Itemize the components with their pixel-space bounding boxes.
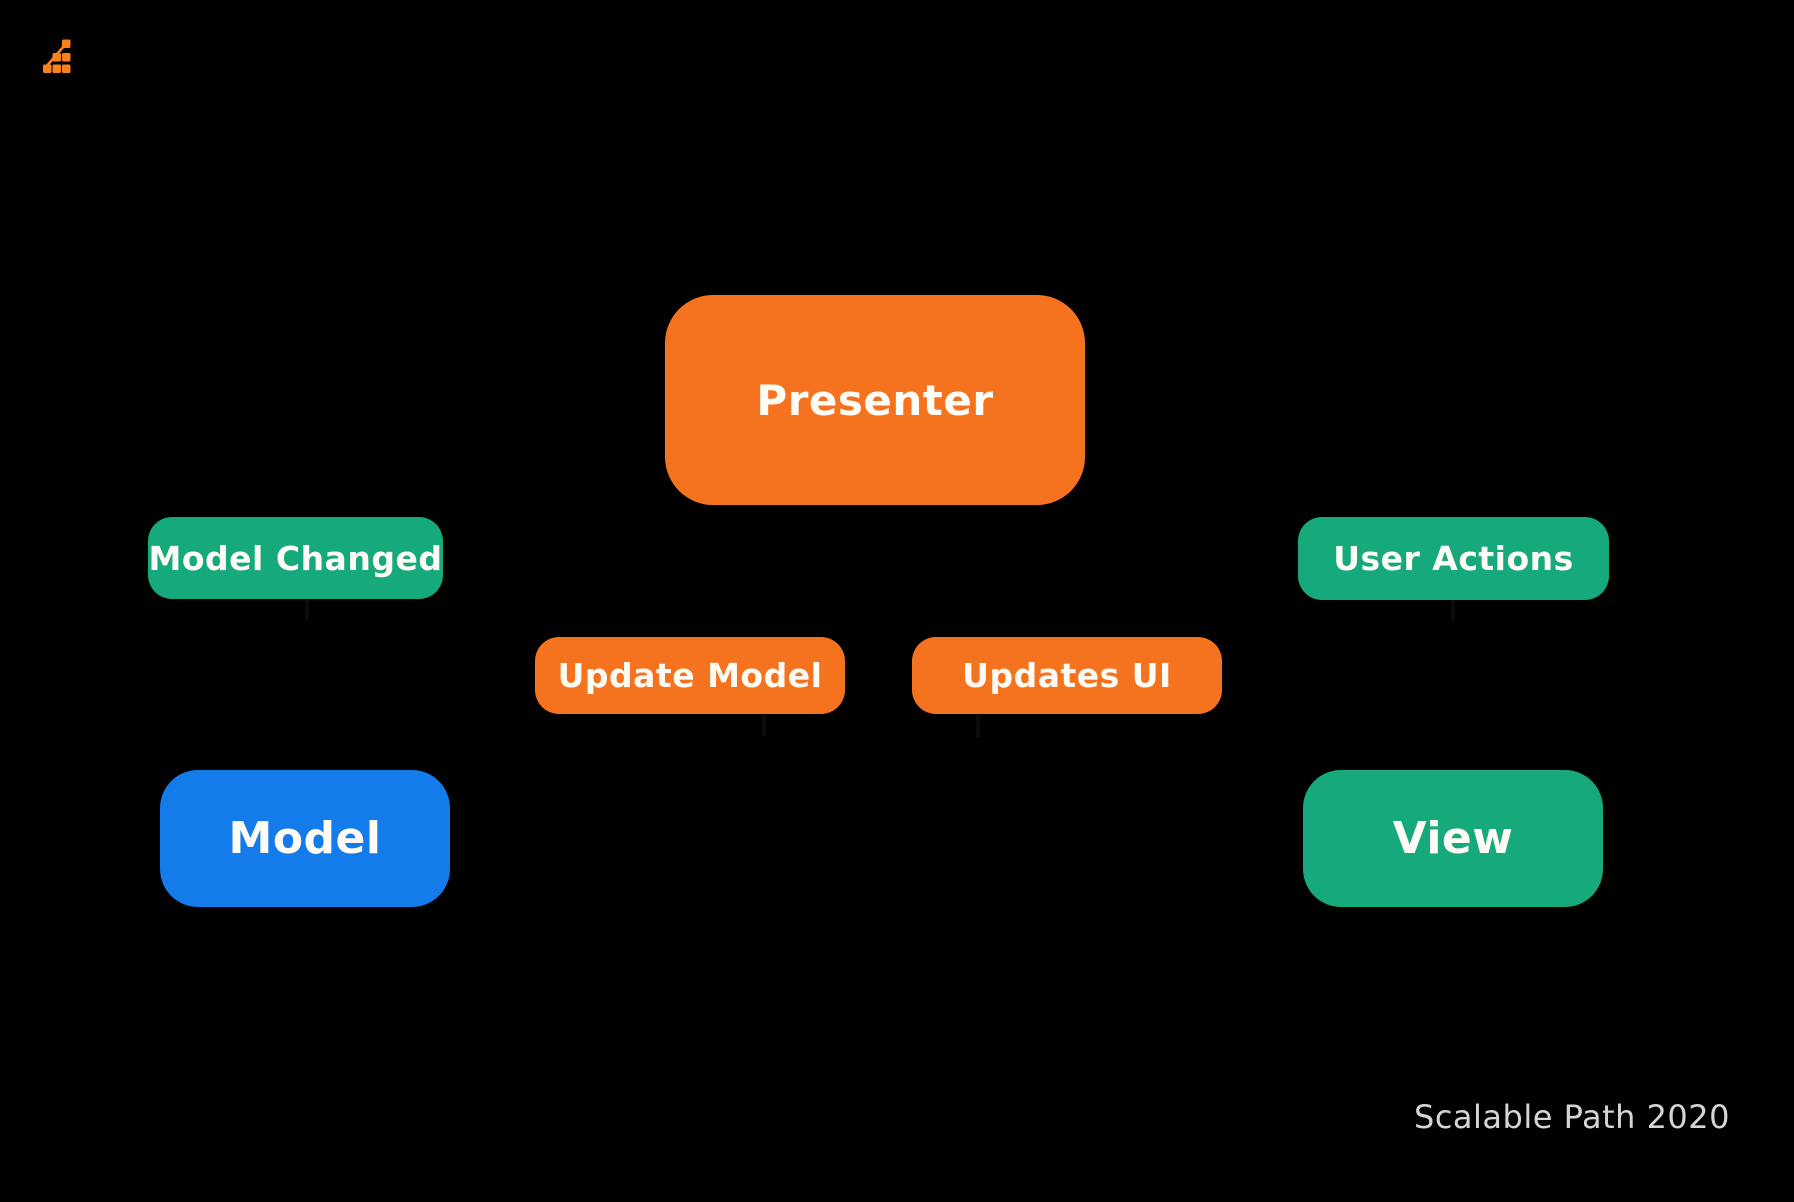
node-model-label: Model [228, 813, 382, 864]
node-updates-ui-label: Updates UI [962, 656, 1172, 695]
credit-text: Scalable Path 2020 [1414, 1098, 1730, 1136]
node-model-changed: Model Changed [145, 516, 456, 610]
node-view: View [1300, 769, 1616, 918]
connector-stub-updates-ui [976, 712, 980, 738]
connector-stub-update-model [762, 712, 766, 736]
node-user-actions: User Actions [1295, 516, 1622, 611]
node-update-model: Update Model [532, 636, 858, 725]
node-updates-ui: Updates UI [909, 636, 1235, 725]
node-update-model-label: Update Model [557, 656, 823, 695]
node-user-actions-label: User Actions [1333, 539, 1574, 578]
node-model-changed-label: Model Changed [148, 538, 443, 578]
node-view-label: View [1392, 813, 1514, 864]
scalable-path-logo-icon [43, 39, 71, 73]
node-presenter-label: Presenter [756, 375, 994, 425]
node-presenter: Presenter [662, 294, 1098, 516]
connector-stub-model-changed [305, 598, 309, 620]
connector-stub-user-actions [1451, 599, 1455, 621]
node-model: Model [157, 769, 463, 918]
